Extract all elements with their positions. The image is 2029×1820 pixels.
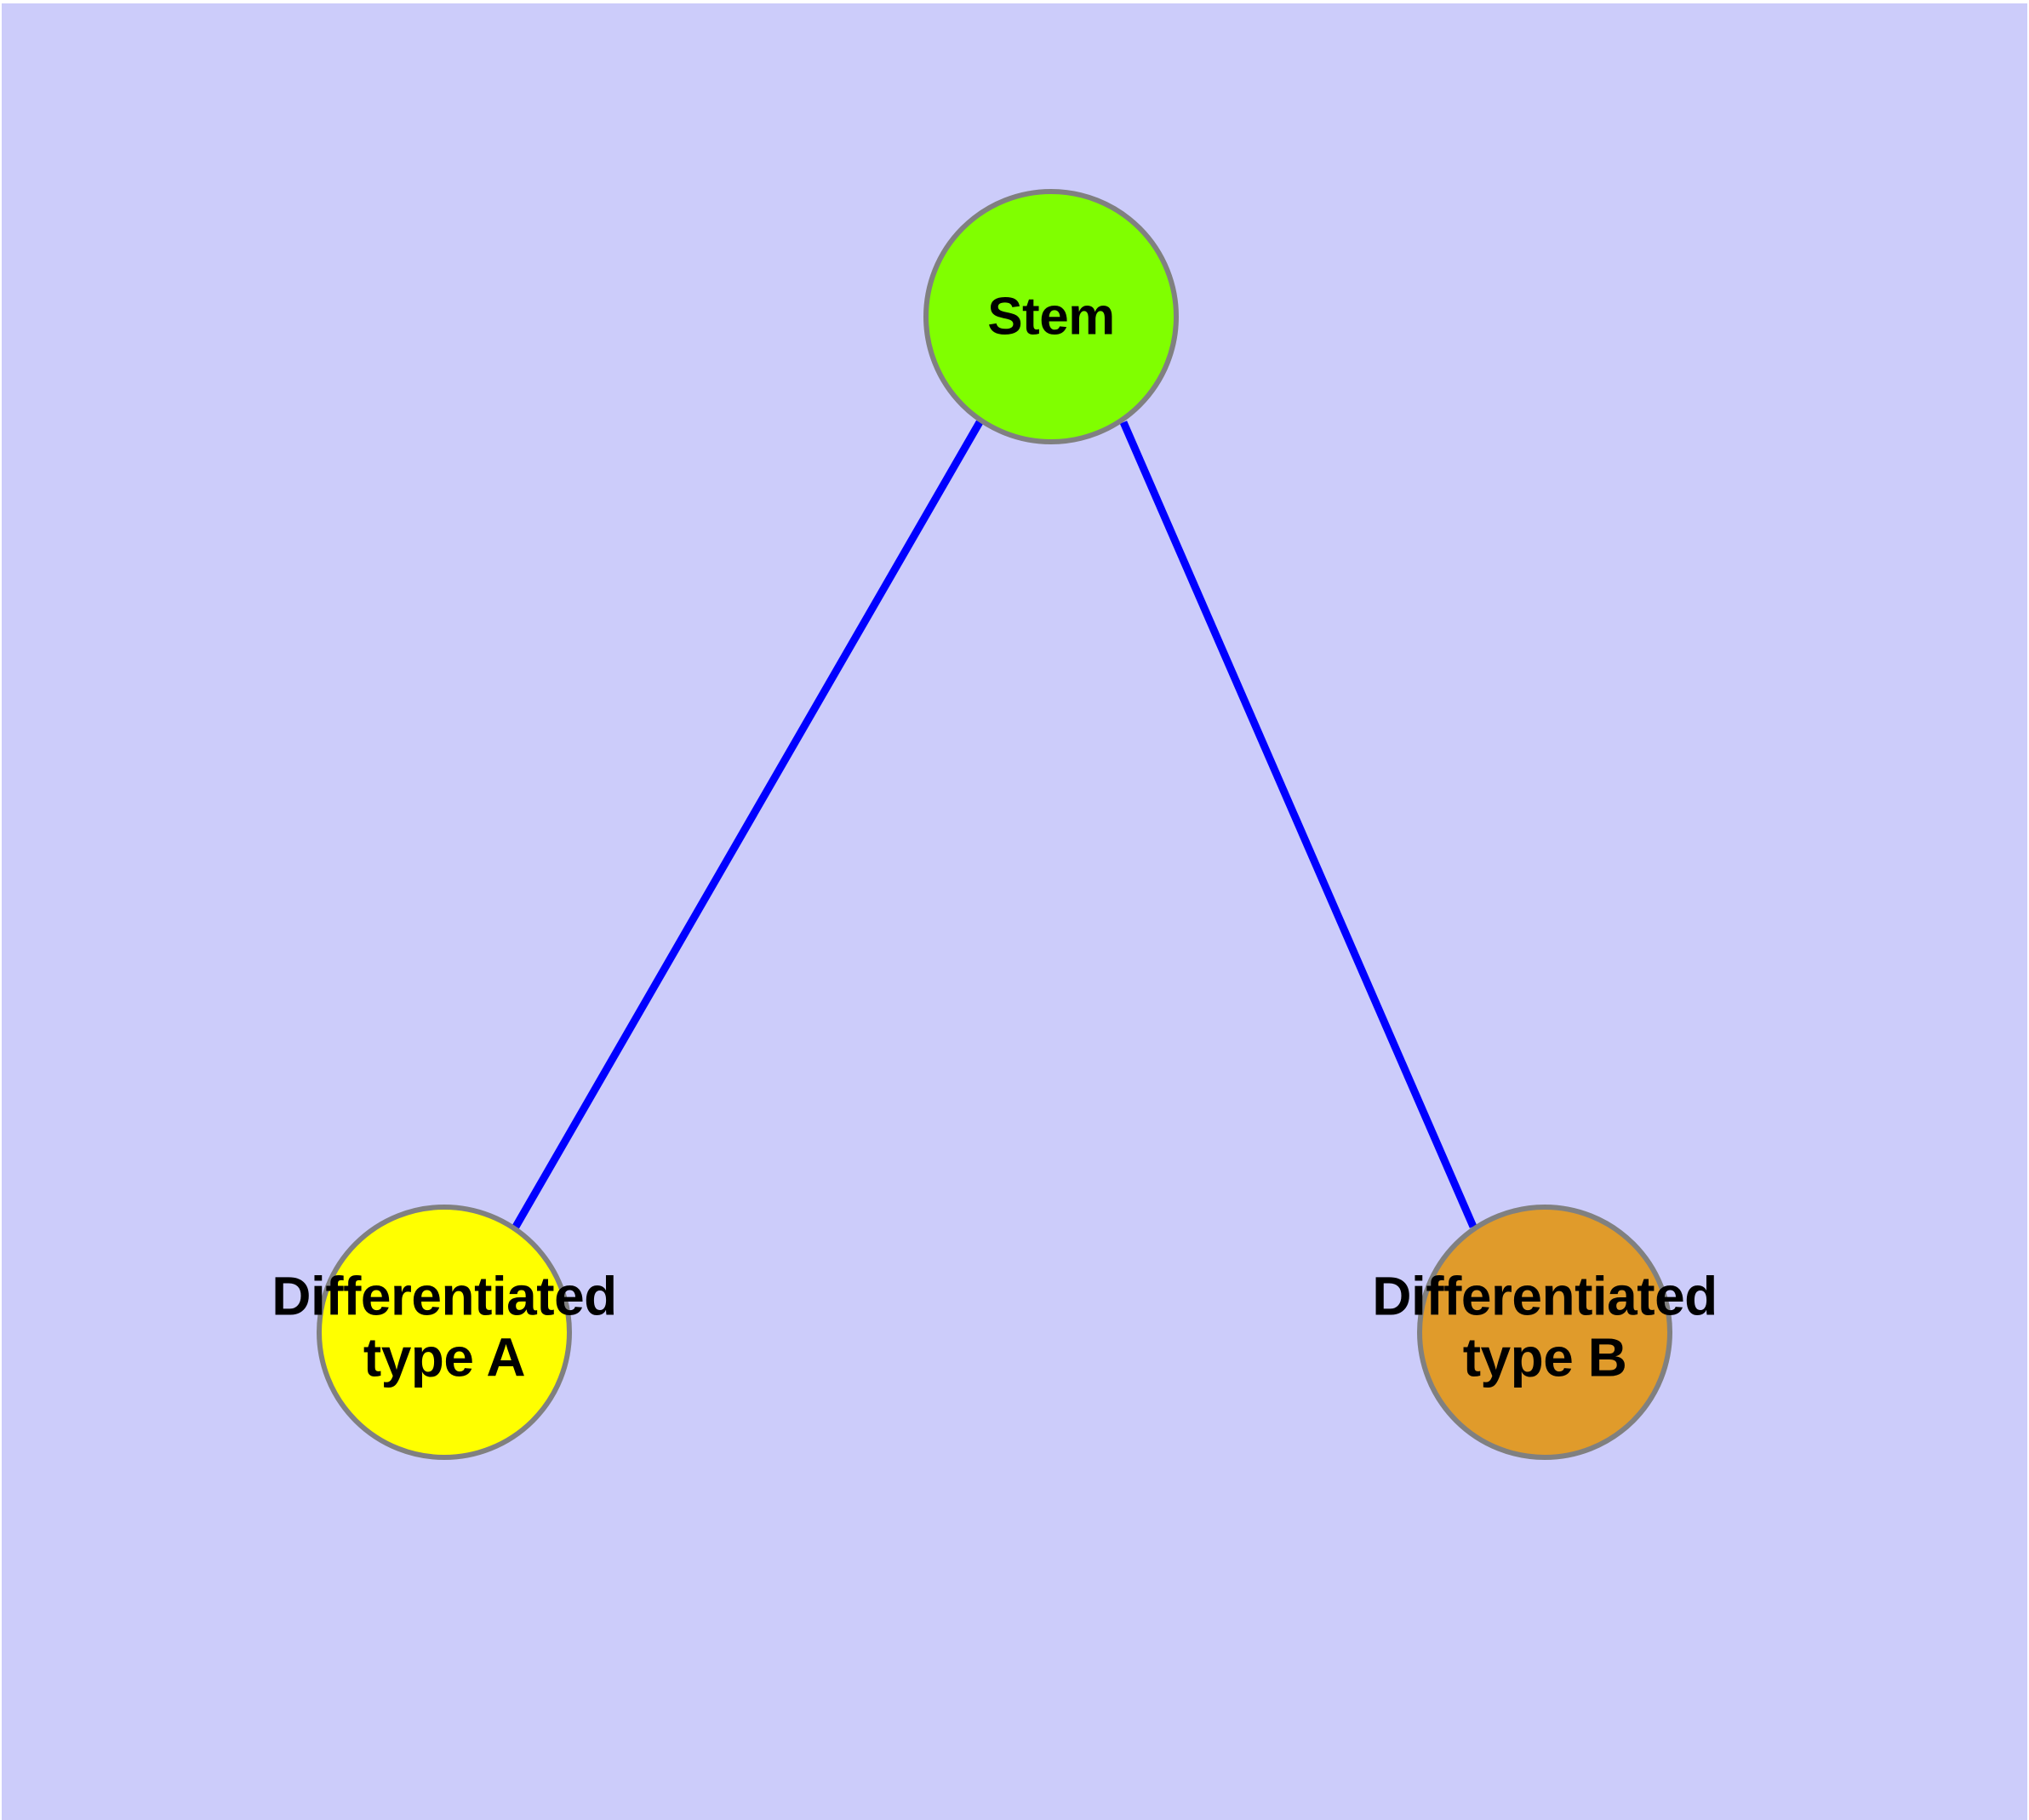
node-differentiated-type-b[interactable]: [1417, 1205, 1672, 1460]
edge-stem-to-differentiated-type-a: [512, 420, 983, 1229]
edges-layer: [512, 420, 1477, 1229]
nodes-layer: [317, 189, 1672, 1460]
edge-stem-to-differentiated-type-b: [1119, 421, 1477, 1228]
node-stem[interactable]: [923, 189, 1179, 444]
node-differentiated-type-a[interactable]: [317, 1205, 572, 1460]
